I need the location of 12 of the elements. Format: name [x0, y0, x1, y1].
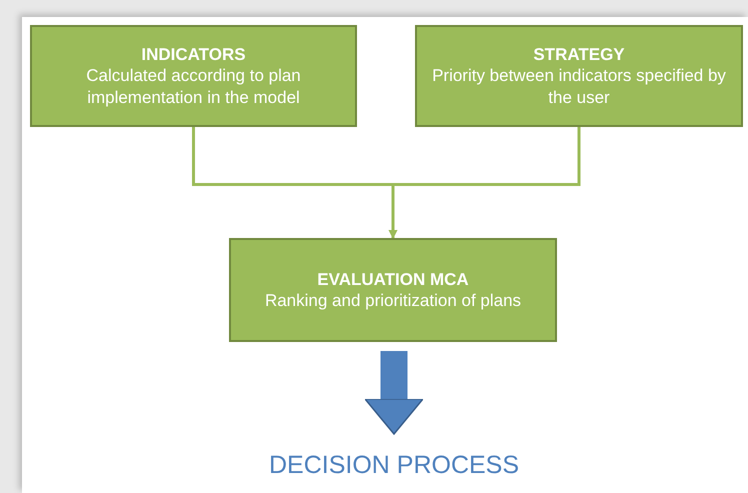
box-description: Calculated according to plan implementation in the model [85, 65, 302, 108]
box-title: EVALUATION MCA [317, 268, 469, 290]
block-arrow [364, 351, 424, 435]
box-description: Ranking and prioritization of plans [264, 290, 522, 312]
process-box [229, 238, 557, 342]
connector-arrow [388, 127, 580, 239]
result-text: DECISION PROCESS [253, 448, 535, 482]
process-box [415, 25, 743, 127]
process-box [30, 25, 357, 127]
box-title: INDICATORS [141, 44, 246, 66]
box-title: STRATEGY [533, 44, 625, 66]
box-description: Priority between indicators specified by the user [431, 65, 727, 108]
